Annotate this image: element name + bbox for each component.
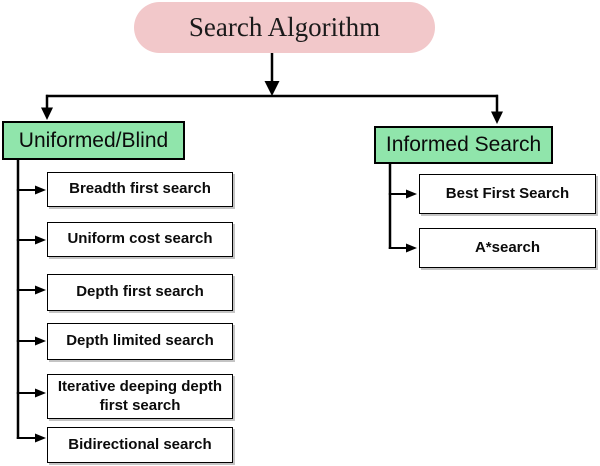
branch-arrowhead-depth-limited-icon	[35, 336, 46, 346]
branch-arrowhead-a-star-icon	[406, 243, 417, 253]
root-arrowhead-icon	[264, 81, 280, 96]
leaf-node-breadth-first-search: Breadth first search	[47, 172, 233, 207]
category-node-uniformed-blind: Uniformed/Blind	[2, 121, 185, 160]
branch-arrowhead-best-first-icon	[406, 189, 417, 199]
leaf-node-bidirectional-search: Bidirectional search	[47, 427, 233, 463]
branch-arrowhead-uniform-cost-icon	[35, 235, 46, 245]
leaf-node-a-star-search: A*search	[419, 228, 596, 268]
branch-arrowhead-bidirectional-icon	[35, 433, 46, 443]
leaf-node-iterative-deeping-depth-first-search: Iterative deeping depth first search	[47, 374, 233, 419]
leaf-node-depth-limited-search: Depth limited search	[47, 323, 233, 360]
category-node-informed-search: Informed Search	[374, 126, 553, 164]
leaf-node-depth-first-search: Depth first search	[47, 274, 233, 311]
right-drop-arrowhead-icon	[491, 111, 503, 124]
left-drop-arrowhead-icon	[41, 107, 53, 120]
leaf-node-best-first-search: Best First Search	[419, 174, 596, 214]
branch-arrowhead-iterative-deeping-icon	[35, 388, 46, 398]
leaf-node-uniform-cost-search: Uniform cost search	[47, 222, 233, 257]
branch-arrowhead-breadth-icon	[35, 185, 46, 195]
root-node-search-algorithm: Search Algorithm	[134, 2, 435, 53]
branch-arrowhead-depth-first-icon	[35, 285, 46, 295]
